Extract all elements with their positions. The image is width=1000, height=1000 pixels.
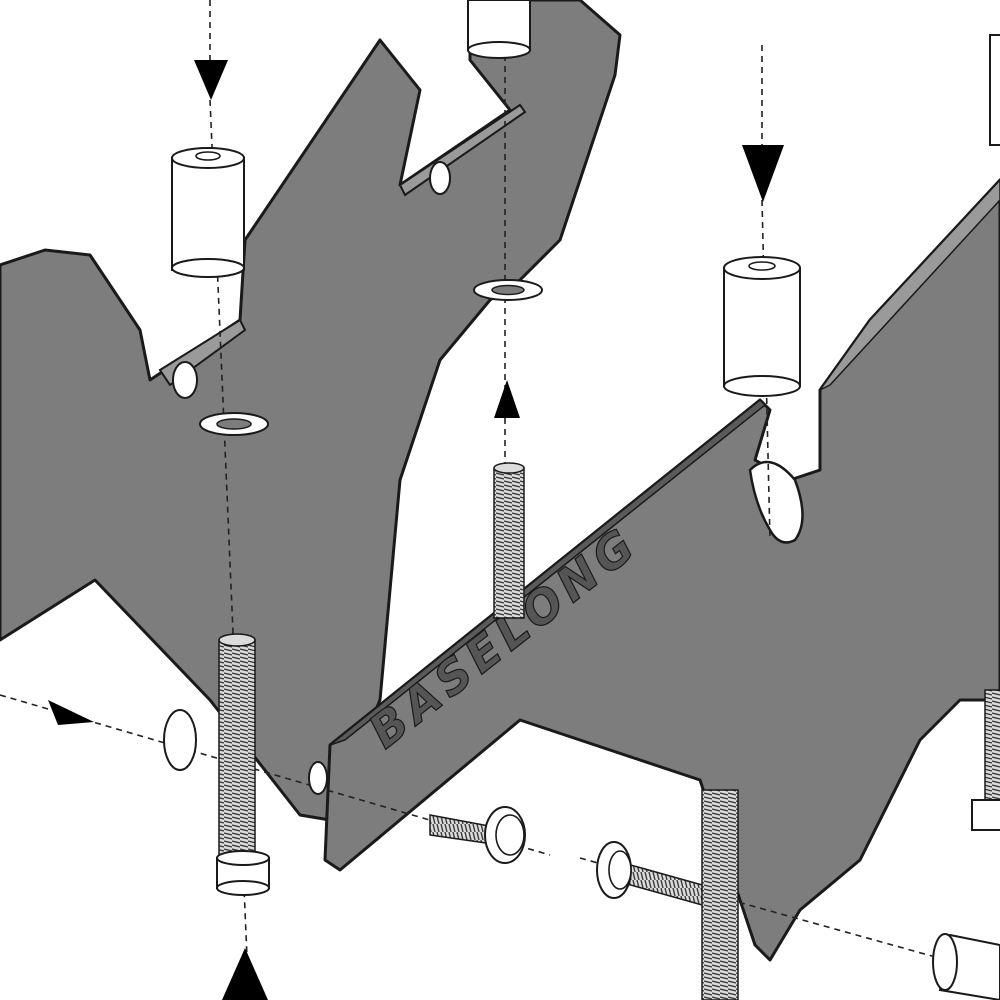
right-guard-plate: BASELONG [323, 178, 1000, 962]
left-guard-plate [0, 0, 622, 822]
top-middle-spacer [467, 0, 531, 59]
left-washer [199, 412, 269, 436]
horizontal-bolt-left [163, 709, 328, 795]
down-arrow-icon [194, 60, 228, 100]
left-long-bolt [216, 633, 270, 896]
middle-washer [473, 279, 543, 301]
horizontal-bolt-right [596, 841, 721, 911]
right-vertical-bolt [701, 789, 739, 1000]
right-arrow-icon [48, 700, 94, 725]
up-arrow-icon [494, 380, 520, 418]
horizontal-bolt-middle [429, 806, 526, 864]
far-right-bolt [971, 689, 1000, 831]
top-right-spacer [989, 34, 1000, 146]
right-spacer [723, 256, 801, 397]
down-arrow-icon [742, 145, 784, 202]
up-arrow-icon [222, 948, 268, 1000]
left-top-spacer [171, 147, 245, 278]
bottom-right-spacer [932, 933, 1000, 1000]
middle-bolt [493, 462, 525, 619]
